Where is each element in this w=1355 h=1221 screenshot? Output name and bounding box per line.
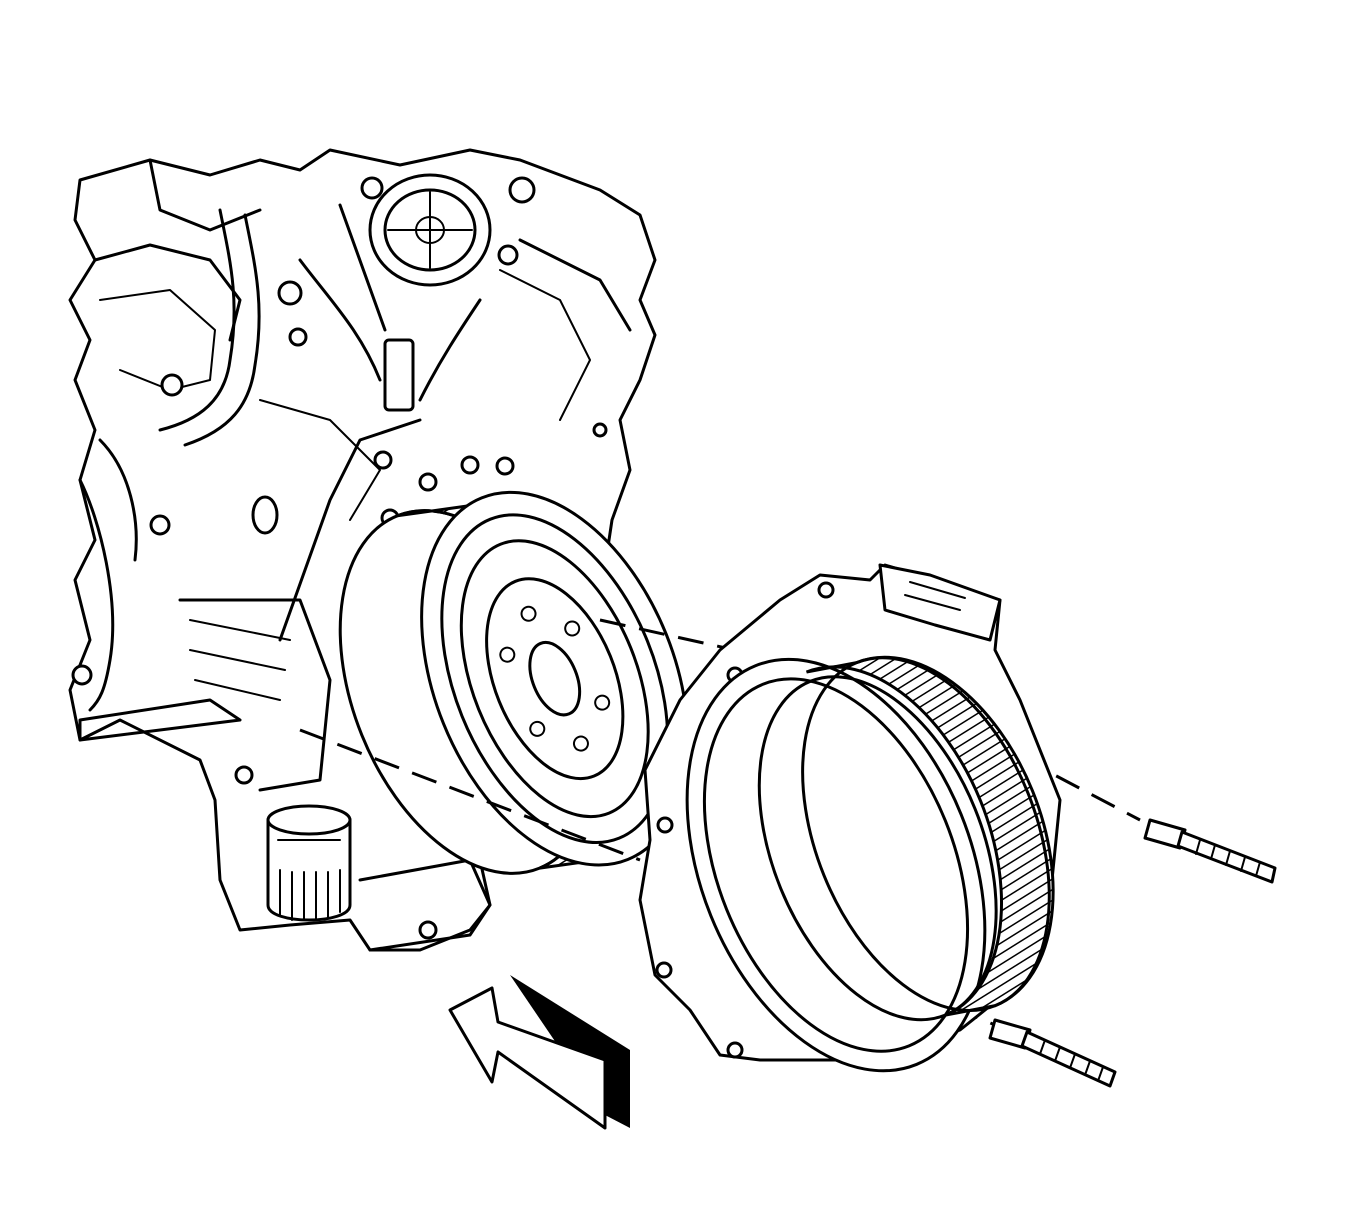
flywheel bbox=[338, 490, 690, 875]
bell-housing bbox=[638, 563, 1062, 1073]
bolt-lower bbox=[988, 1018, 1117, 1088]
bolt-upper bbox=[1143, 818, 1277, 884]
arrow-up-left-icon bbox=[448, 975, 630, 1130]
